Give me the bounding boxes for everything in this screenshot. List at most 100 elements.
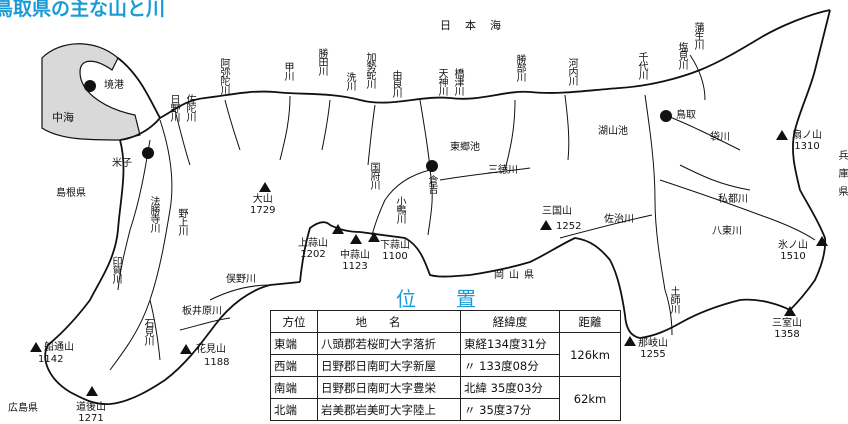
peak-mikuniyama-elev: 1252	[556, 221, 582, 232]
river-shitoro-label: 私都川	[718, 194, 748, 205]
river-kawachi-label: 河内川	[566, 58, 577, 85]
river-hitosu-label: 土師川	[668, 286, 679, 313]
lake-nakaumi-label: 中海	[52, 111, 74, 124]
river-sazui-label: 佐治川	[604, 214, 634, 225]
row-coord: 〃 133度08分	[460, 354, 560, 377]
river-ishimi-label: 石見川	[142, 318, 153, 345]
row-coord: 〃 35度37分	[460, 398, 560, 421]
river-arai-label: 洗川	[344, 72, 355, 90]
river-gamou	[689, 54, 706, 101]
river-katsube-label: 勝部川	[514, 54, 525, 81]
river-katsuta-label: 勝田川	[316, 48, 327, 75]
distance-ew-cell: 126km	[559, 332, 621, 377]
table-row: 西端 日野郡日南町大字新屋 〃 133度08分	[270, 354, 621, 377]
row-place: 岩美郡岩美町大字陸上	[317, 398, 461, 421]
peak-nakahiruzen	[350, 234, 362, 244]
row-place: 日野郡日南町大字豊栄	[317, 376, 461, 399]
row-dir: 東端	[270, 332, 318, 355]
distance-ew: 126km	[570, 347, 610, 362]
table-header-row: 方位 地名 経緯度 距離	[270, 310, 621, 333]
river-matano	[209, 284, 271, 301]
lake-koyama-label: 湖山池	[598, 126, 628, 137]
river-kagami-label: 塩見川	[676, 42, 687, 69]
river-ogamo-label: 小鴨川	[394, 196, 405, 223]
pref-okayama-label: 岡山県	[494, 270, 539, 281]
row-coord: 東経134度31分	[460, 332, 560, 355]
peak-hanamiyama-label: 花見山	[196, 344, 226, 355]
river-fukuro	[664, 114, 741, 151]
peak-nagisan	[624, 336, 636, 346]
row-dir: 南端	[270, 376, 318, 399]
river-itaibara-label: 板井原川	[182, 306, 222, 317]
river-tokusei	[439, 167, 531, 181]
city-yonago-dot	[142, 147, 154, 159]
river-ko-label: 甲川	[282, 62, 293, 80]
peak-mikuniyama-label: 三国山	[542, 206, 572, 217]
city-tottori-label: 鳥取	[676, 110, 696, 121]
peak-funatsuyama-label: 船通山	[44, 342, 74, 353]
river-sendai	[644, 94, 666, 291]
river-kawachi	[564, 94, 570, 161]
river-kaseichi	[367, 104, 376, 166]
header-direction: 方位	[270, 310, 318, 333]
city-kurayoshi-dot	[426, 160, 438, 172]
river-hatto	[659, 179, 816, 241]
river-matano-label: 俣野川	[226, 274, 256, 285]
river-sendai-label: 千代川	[636, 52, 647, 79]
row-place: 日野郡日南町大字新屋	[317, 354, 461, 377]
row-coord: 北緯 35度03分	[460, 376, 560, 399]
river-hojoji	[117, 139, 151, 291]
river-sazui	[559, 214, 653, 239]
city-tottori-dot	[660, 110, 672, 122]
river-hino	[109, 119, 173, 371]
peak-oginosen	[776, 130, 788, 140]
river-itaibara	[179, 317, 231, 331]
river-kaseichi-label: 加勢蛇川	[364, 52, 375, 88]
river-nogami-label: 野上川	[176, 208, 187, 235]
header-place: 地名	[317, 310, 461, 333]
river-ko	[279, 95, 291, 161]
river-shitoro	[679, 164, 751, 191]
river-amida	[224, 99, 241, 151]
river-yura-label: 由良川	[390, 70, 401, 97]
peak-hanamiyama	[180, 344, 192, 354]
river-katsube	[504, 99, 516, 171]
table-row: 東端 八頭郡若桜町大字落折 東経134度31分 126km	[270, 332, 621, 377]
river-amida-label: 阿弥陀川	[218, 58, 229, 94]
river-hatto-label: 八東川	[712, 226, 742, 237]
river-ishimi	[149, 299, 161, 361]
peak-kamihiruzen	[332, 224, 344, 234]
peak-daisen	[259, 182, 271, 192]
coastline	[117, 9, 831, 120]
peak-shimohiruzen	[368, 232, 380, 242]
nakaumi-lagoon	[41, 43, 141, 141]
row-dir: 西端	[270, 354, 318, 377]
city-yonago-label: 米子	[112, 158, 132, 169]
sea-label: 日本海	[440, 19, 515, 32]
header-distance: 距離	[559, 310, 621, 333]
river-kokufu-label: 国府川	[368, 162, 379, 189]
river-sada-label: 佐陀川	[184, 94, 195, 121]
river-gamou-label: 蒲生川	[692, 22, 703, 49]
peak-funatsuyama	[30, 342, 42, 352]
river-hashizu-label: 橋津川	[452, 68, 463, 95]
river-sada	[174, 109, 191, 166]
table-row: 北端 岩美郡岩美町大字陸上 〃 35度37分	[270, 398, 621, 421]
river-tenjin-label: 天神川	[436, 68, 447, 95]
peak-hyonosen	[816, 236, 828, 246]
peak-dogoyama	[86, 386, 98, 396]
peak-mikuniyama	[540, 220, 552, 230]
peak-funatsuyama-elev: 1142	[38, 354, 64, 365]
river-tenjin	[419, 99, 433, 236]
city-kurayoshi-label: 倉吉	[426, 175, 437, 193]
river-katsuta	[321, 99, 331, 151]
pref-hyogo-label: 兵庫県	[836, 150, 847, 204]
